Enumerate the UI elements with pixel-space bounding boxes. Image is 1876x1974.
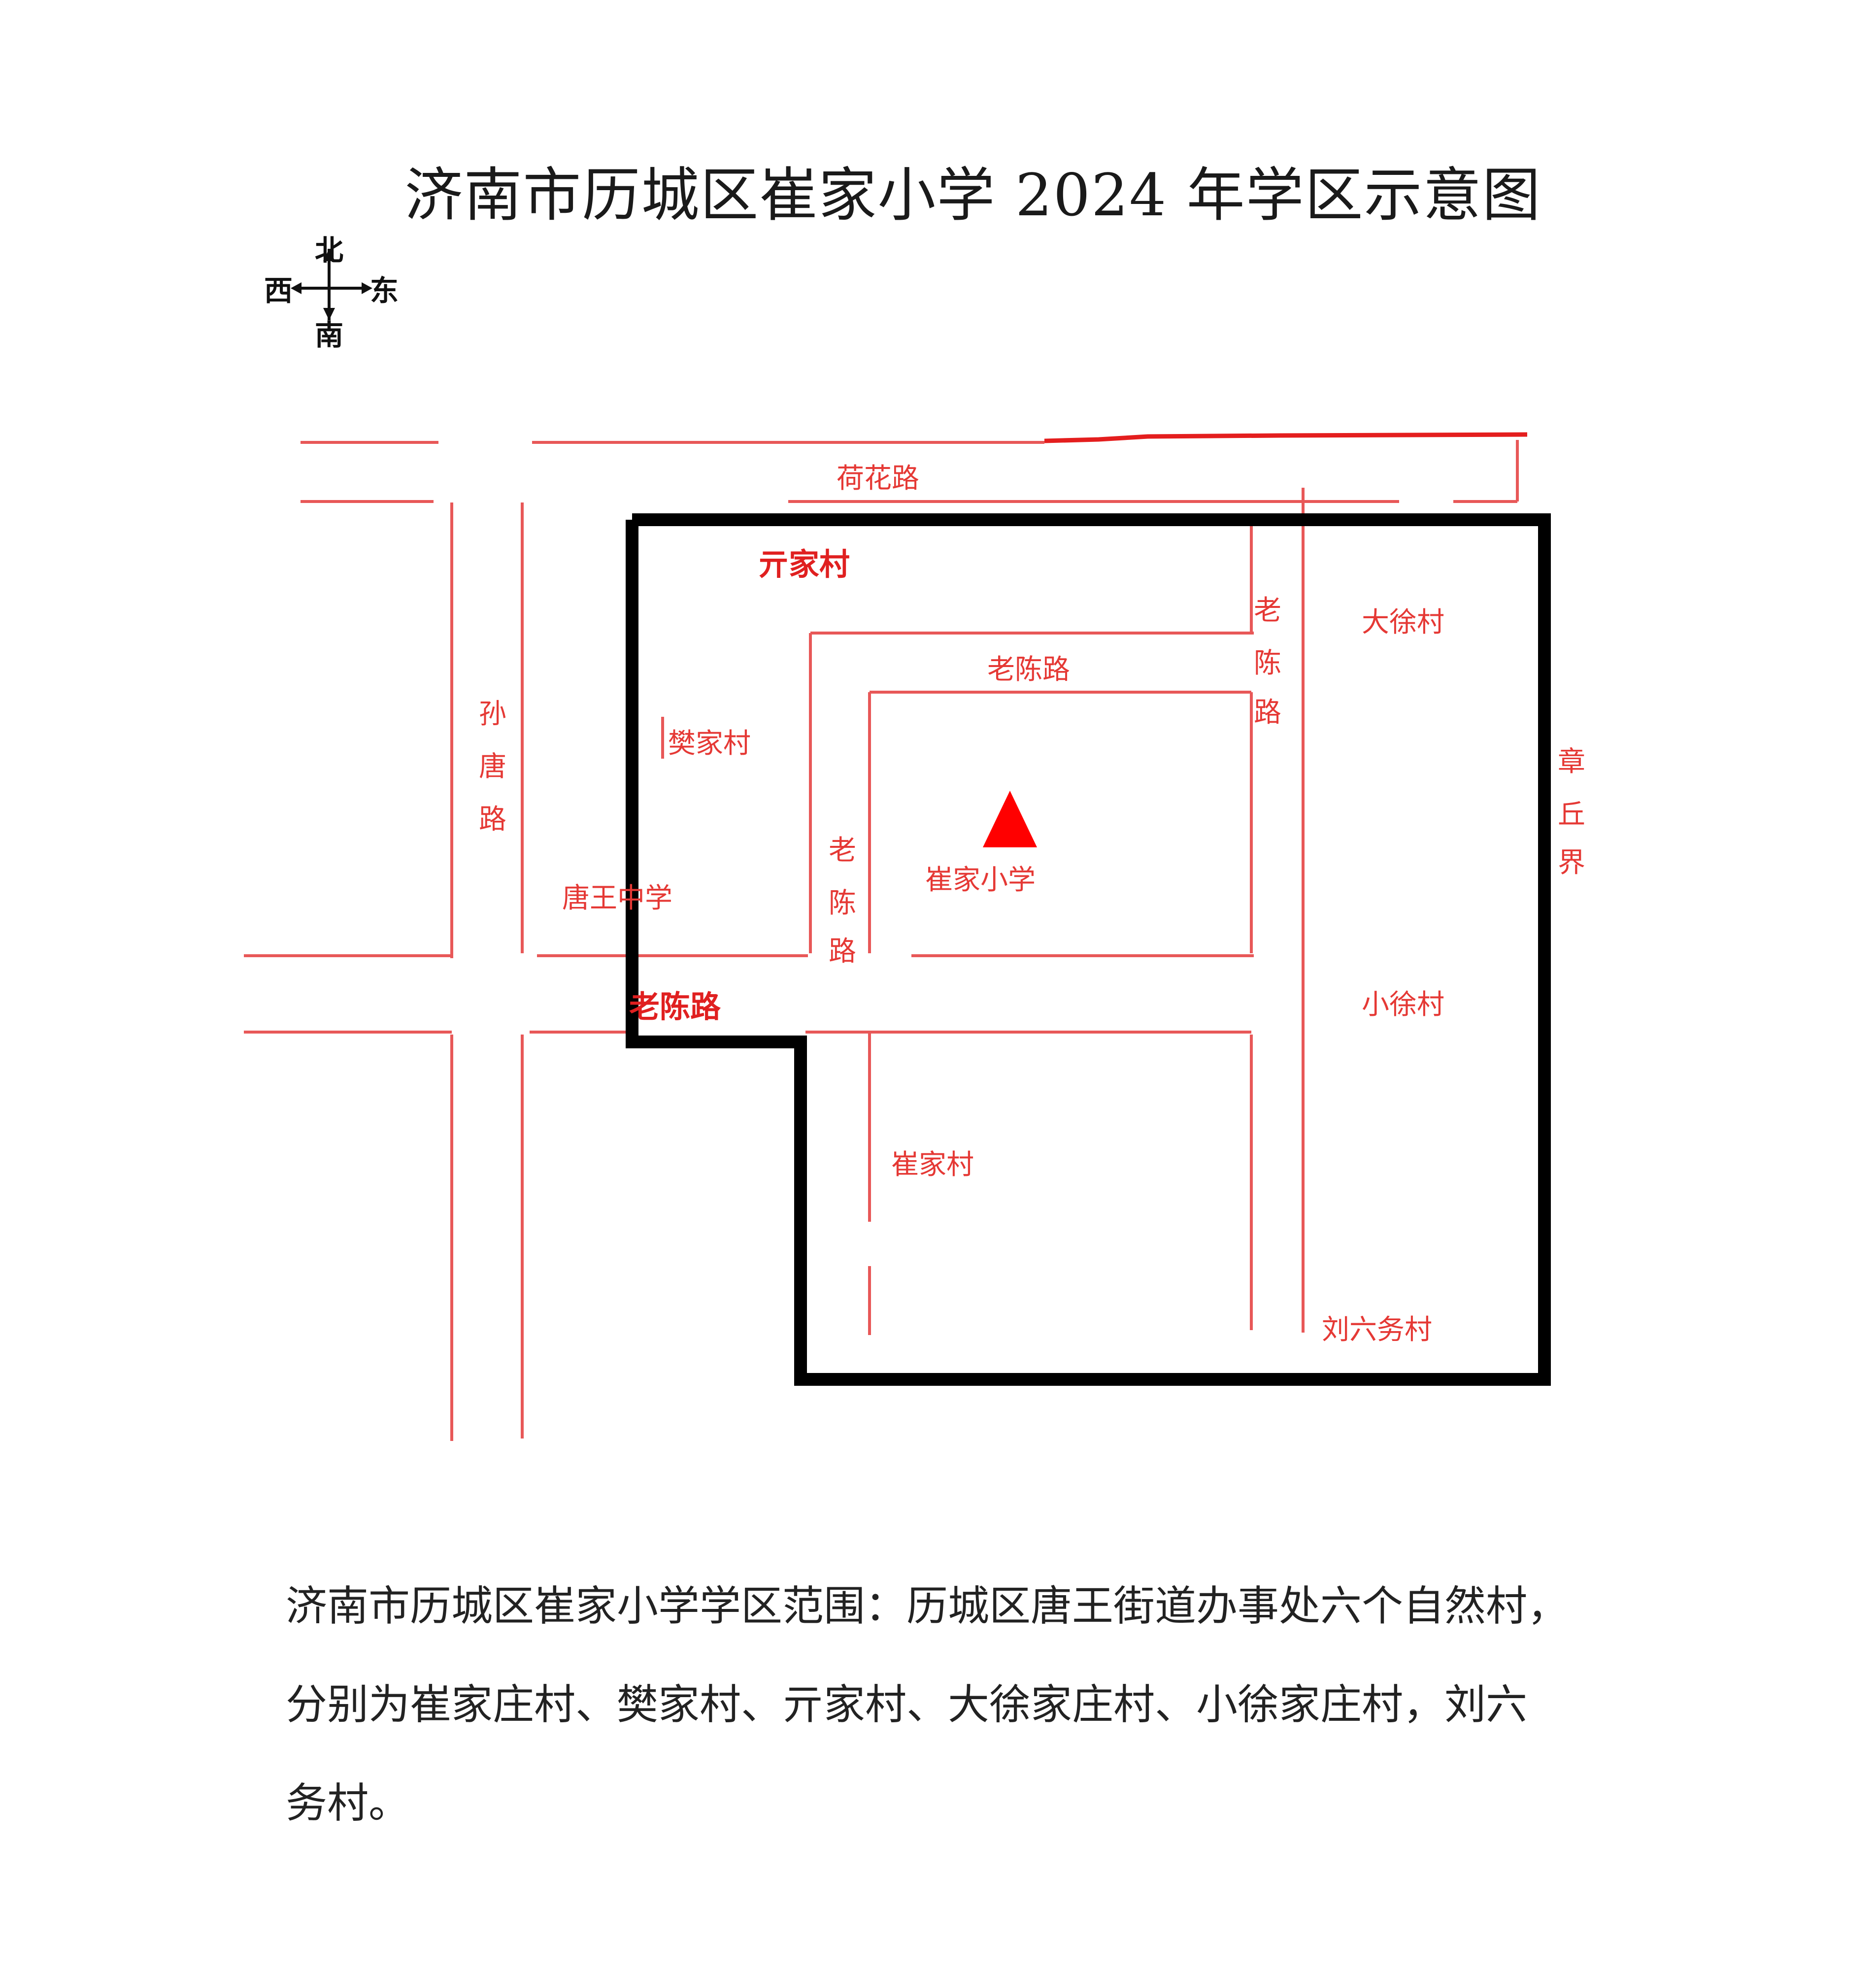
- place-label-daxu: 大徐村: [1362, 606, 1444, 638]
- place-label-fanjia: 樊家村: [668, 728, 751, 760]
- highlight-road: [1044, 432, 1528, 443]
- svg-text:陈: 陈: [829, 887, 856, 919]
- compass: 北 南 西 东: [264, 234, 399, 352]
- road-label-laochen-mid: 老 陈 路: [829, 835, 856, 968]
- road-label-laochen-right: 老 陈 路: [1254, 595, 1281, 729]
- svg-text:界: 界: [1558, 847, 1585, 879]
- road-label-zhangqiu: 章 丘 界: [1558, 746, 1585, 879]
- svg-text:唐: 唐: [479, 751, 506, 783]
- svg-text:陈: 陈: [1254, 647, 1281, 679]
- svg-text:章: 章: [1558, 746, 1585, 778]
- place-label-xiaoxu: 小徐村: [1362, 989, 1444, 1021]
- description-line-2: 分别为崔家庄村、樊家村、亓家村、大徐家庄村、小徐家庄村，刘六: [286, 1680, 1528, 1729]
- district-description: 济南市历城区崔家小学学区范围：历城区唐王街道办事处六个自然村， 分别为崔家庄村、…: [286, 1557, 1626, 1852]
- place-label-liuliu: 刘六务村: [1322, 1314, 1432, 1346]
- place-label-tangwang: 唐王中学: [562, 882, 672, 914]
- svg-text:老: 老: [829, 835, 856, 867]
- school-marker-icon: [983, 791, 1037, 847]
- svg-text:孙: 孙: [479, 698, 506, 730]
- place-label-cuijia: 崔家村: [891, 1149, 974, 1181]
- road-label-laochen-main: 老陈路: [629, 989, 721, 1025]
- compass-west-label: 西: [264, 274, 293, 307]
- description-line-1: 济南市历城区崔家小学学区范围：历城区唐王街道办事处六个自然村，: [286, 1582, 1569, 1630]
- compass-east-label: 东: [370, 274, 399, 307]
- compass-north-label: 北: [315, 234, 343, 267]
- place-label-school: 崔家小学: [925, 864, 1036, 896]
- svg-text:路: 路: [829, 936, 856, 968]
- svg-text:老: 老: [1254, 595, 1281, 627]
- road-lines: [244, 440, 1519, 1441]
- road-label-laochen-top: 老陈路: [987, 654, 1070, 686]
- page-title: 济南市历城区崔家小学 2024 年学区示意图: [404, 161, 1541, 229]
- road-label-suntang: 孙 唐 路: [479, 698, 506, 836]
- svg-text:丘: 丘: [1558, 799, 1585, 831]
- road-label-hehua: 荷花路: [837, 463, 919, 495]
- description-line-3: 务村。: [286, 1779, 410, 1827]
- compass-south-label: 南: [315, 318, 343, 352]
- place-label-qijia: 亓家村: [758, 546, 850, 582]
- svg-text:路: 路: [1254, 697, 1281, 729]
- svg-text:路: 路: [479, 803, 506, 836]
- district-boundary: [626, 513, 1551, 1386]
